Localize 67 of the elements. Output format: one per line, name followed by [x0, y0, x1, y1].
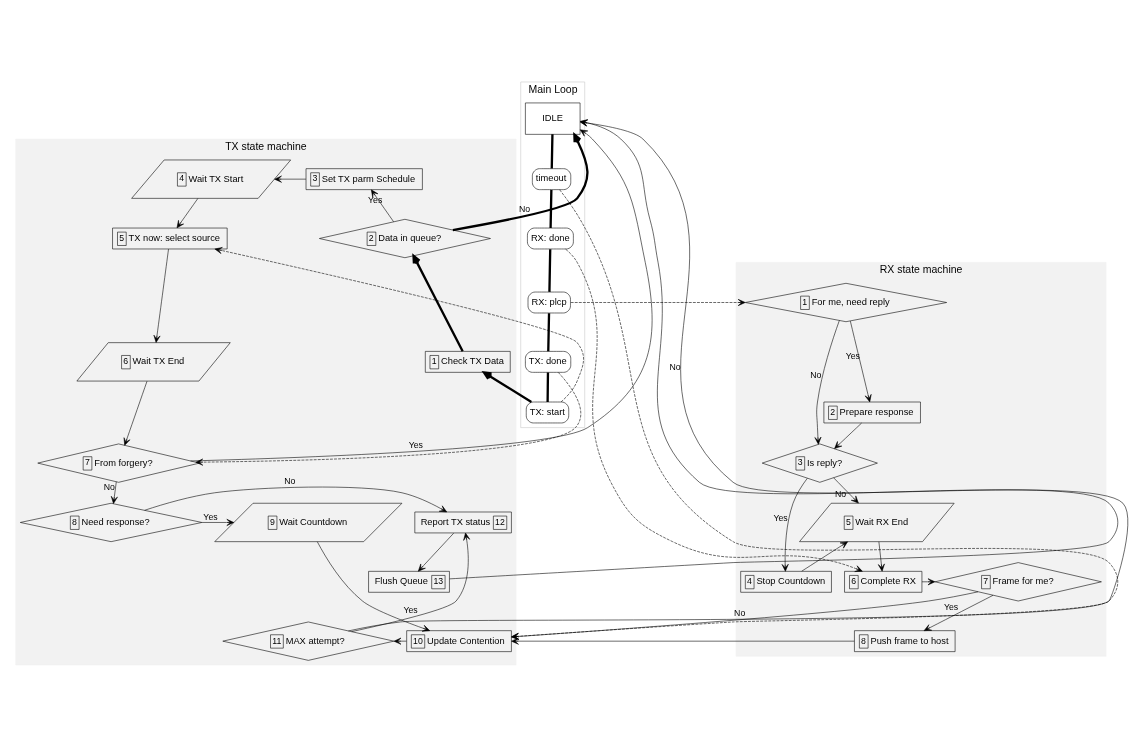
arrow	[176, 198, 199, 229]
edge-label: No	[519, 203, 531, 214]
arrow	[190, 129, 653, 462]
edge-label: Yes	[403, 604, 418, 615]
edge-label: Yes	[773, 512, 788, 523]
node-diamond: 2 Data in queue?	[319, 219, 491, 258]
edge-label: Yes	[408, 440, 423, 450]
connector	[550, 134, 554, 169]
arrow	[511, 637, 855, 645]
arrow	[511, 591, 979, 640]
arrow	[833, 477, 859, 504]
connector	[546, 372, 550, 402]
node-box: 5 TX now: select source	[112, 227, 228, 250]
node-diamond: 7 Frame for me?	[934, 562, 1102, 602]
node-box: IDLE	[525, 102, 581, 135]
edge-label: No	[103, 481, 115, 492]
node-box: 2 Prepare response	[823, 401, 921, 424]
arrow	[814, 320, 840, 445]
arrow	[921, 578, 936, 586]
node-diamond: 1 For me, need reply	[745, 283, 947, 322]
edge-label: Yes	[203, 511, 218, 522]
arrow	[195, 372, 582, 466]
node-diamond: 11 MAX attempt?	[222, 621, 395, 661]
edge-label: Yes	[368, 194, 383, 205]
arrow	[449, 119, 1119, 580]
edge-label: Yes	[944, 602, 959, 613]
arrow	[153, 248, 169, 343]
arrow	[144, 486, 448, 513]
node-box: TX: done	[525, 351, 572, 373]
edge-label: No	[284, 476, 296, 487]
connector	[549, 189, 553, 228]
arrow	[565, 248, 863, 572]
edge-label: Yes	[845, 350, 860, 361]
arrow	[834, 422, 862, 449]
arrow	[801, 541, 848, 572]
node-box: Report TX status 12	[414, 511, 512, 534]
node-diamond: 8 Need response?	[20, 502, 203, 542]
arrow	[201, 519, 235, 526]
arrow	[393, 637, 407, 645]
arrow	[274, 175, 307, 183]
arrow	[482, 371, 532, 403]
arrow	[214, 247, 584, 403]
arrow	[850, 320, 872, 403]
arrow	[412, 254, 464, 352]
edge-label: No	[810, 369, 822, 380]
node-box: timeout	[532, 168, 572, 190]
arrow	[511, 189, 1119, 640]
arrow	[317, 541, 431, 632]
node-box: TX: start	[525, 401, 569, 424]
connector	[548, 249, 552, 292]
arrow	[348, 119, 1129, 632]
connector	[547, 313, 551, 352]
arrow	[418, 532, 454, 572]
arrow	[110, 481, 118, 504]
edge-label: No	[734, 608, 746, 619]
arrow	[371, 189, 394, 223]
node-box: RX: plcp	[527, 291, 571, 314]
arrow	[923, 595, 994, 631]
node-diamond: 7 From forgery?	[37, 443, 200, 483]
arrow	[452, 133, 589, 232]
arrow	[877, 541, 885, 572]
node-box: RX: done	[527, 227, 574, 250]
arrow	[123, 380, 148, 446]
arrow	[570, 299, 746, 306]
edge-label: No	[669, 361, 681, 372]
arrow	[351, 532, 471, 632]
arrow	[781, 478, 808, 572]
